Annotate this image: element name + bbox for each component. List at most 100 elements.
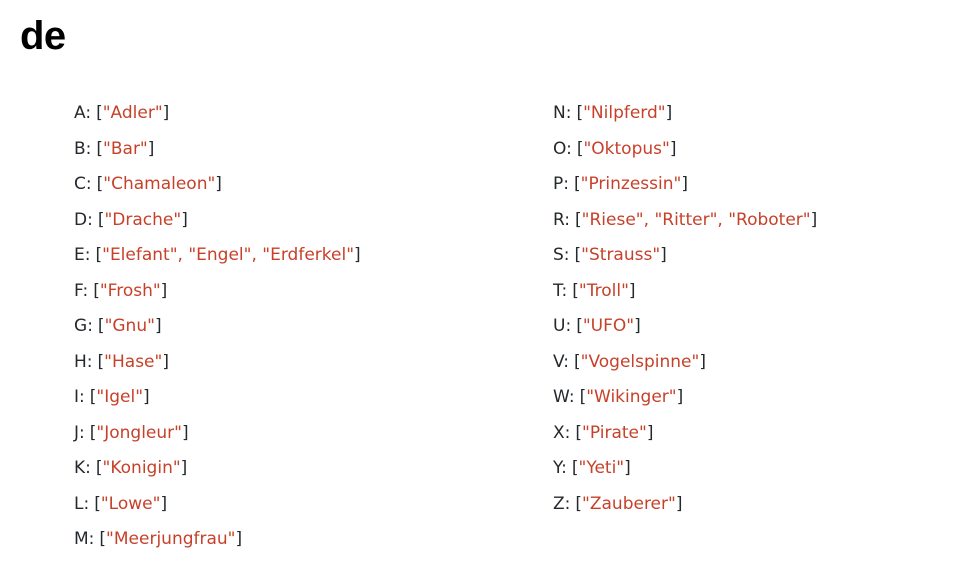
entry-values: "Wikinger" <box>586 387 676 407</box>
close-bracket: ] <box>162 351 169 372</box>
close-bracket: ] <box>180 458 188 478</box>
entry-row: C:["Chamaleon"] <box>74 167 361 203</box>
close-bracket: ] <box>628 280 636 301</box>
entry-colon: : <box>564 493 571 514</box>
entry-key: E <box>74 245 85 265</box>
entry-row: L:["Lowe"] <box>74 487 361 523</box>
entry-values: "Prinzessin" <box>581 174 682 194</box>
entry-values: "Strauss" <box>581 245 660 265</box>
close-bracket: ] <box>660 245 667 265</box>
open-bracket: [ <box>571 458 579 478</box>
open-bracket: [ <box>97 316 105 336</box>
entry-values: "Chamaleon" <box>103 174 215 194</box>
open-bracket: [ <box>99 529 107 549</box>
entry-values: "Frosh" <box>100 281 161 301</box>
entry-row: V:["Vogelspinne"] <box>553 345 817 381</box>
entry-row: K:["Konigin"] <box>74 451 361 487</box>
entry-colon: : <box>564 422 571 443</box>
value-separator: , <box>717 209 729 230</box>
entry-colon: : <box>84 245 91 265</box>
entry-column-left: A:["Adler"]B:["Bar"]C:["Chamaleon"]D:["D… <box>74 96 361 558</box>
entry-value: "Roboter" <box>728 209 811 230</box>
entry-key: K <box>74 458 86 478</box>
entry-colon: : <box>79 387 85 407</box>
value-separator: , <box>177 245 189 265</box>
close-bracket: ] <box>354 245 361 265</box>
entry-value: "Riese" <box>581 209 644 230</box>
close-bracket: ] <box>699 351 706 372</box>
entry-key: H <box>74 351 87 372</box>
entry-values: "Lowe" <box>101 494 161 514</box>
entry-values: "Nilpferd" <box>583 103 666 123</box>
entry-values: "Drache" <box>104 210 181 230</box>
entry-key: M <box>74 529 89 549</box>
entry-values: "Meerjungfrau" <box>106 529 235 549</box>
entry-row: Y:["Yeti"] <box>553 451 817 487</box>
entry-key: W <box>553 387 569 407</box>
close-bracket: ] <box>143 387 150 407</box>
close-bracket: ] <box>646 422 654 443</box>
close-bracket: ] <box>675 493 683 514</box>
close-bracket: ] <box>215 174 222 194</box>
entry-value: "Chamaleon" <box>103 174 216 194</box>
open-bracket: [ <box>89 387 97 407</box>
entry-colon: : <box>82 280 89 301</box>
entry-value: "Wikinger" <box>586 387 677 407</box>
open-bracket: [ <box>97 351 105 372</box>
close-bracket: ] <box>676 387 684 407</box>
entry-value: "Engel" <box>188 245 252 265</box>
entry-value: "Meerjungfrau" <box>106 529 236 549</box>
entry-colon: : <box>87 316 93 336</box>
entry-row: X:["Pirate"] <box>553 416 817 452</box>
entry-column-right: N:["Nilpferd"]O:["Oktopus"]P:["Prinzessi… <box>553 96 817 522</box>
value-separator: , <box>643 209 655 230</box>
open-bracket: [ <box>575 209 582 230</box>
entry-key: O <box>553 138 567 159</box>
entry-row: F:["Frosh"] <box>74 274 361 310</box>
entry-value: "Zauberer" <box>582 493 676 514</box>
entry-colon: : <box>86 351 93 372</box>
entry-values: "Yeti" <box>579 458 625 478</box>
entry-row: A:["Adler"] <box>74 96 361 132</box>
entry-values: "Gnu" <box>105 316 155 336</box>
entry-values: "Konigin" <box>103 458 181 478</box>
close-bracket: ] <box>624 458 631 478</box>
entry-colon: : <box>561 280 568 301</box>
entry-value: "Gnu" <box>104 316 155 336</box>
entry-colon: : <box>568 387 575 407</box>
value-separator: , <box>251 245 263 265</box>
open-bracket: [ <box>94 493 101 514</box>
entry-colon: : <box>85 458 91 478</box>
entry-row: B:["Bar"] <box>74 132 361 168</box>
entry-value: "Oktopus" <box>583 138 670 159</box>
entry-key: R <box>553 209 565 230</box>
entry-values: "Bar" <box>103 139 148 159</box>
entry-key: I <box>74 387 80 407</box>
entry-colon: : <box>563 245 570 265</box>
entry-row: P:["Prinzessin"] <box>553 167 817 203</box>
entry-value: "Drache" <box>104 209 182 230</box>
entry-colon: : <box>561 458 567 478</box>
close-bracket: ] <box>147 138 155 159</box>
entry-row: U:["UFO"] <box>553 309 817 345</box>
entry-row: O:["Oktopus"] <box>553 132 817 168</box>
open-bracket: [ <box>96 138 104 159</box>
open-bracket: [ <box>96 103 103 123</box>
open-bracket: [ <box>95 245 103 265</box>
open-bracket: [ <box>576 316 583 336</box>
entry-value: "Konigin" <box>102 458 181 478</box>
entry-value: "Jongleur" <box>96 422 182 443</box>
entry-key: N <box>553 103 566 123</box>
entry-value: "Vogelspinne" <box>580 351 700 372</box>
entry-key: J <box>74 422 80 443</box>
entry-key: X <box>553 422 565 443</box>
entry-key: U <box>553 316 566 336</box>
open-bracket: [ <box>574 245 582 265</box>
entry-colon: : <box>85 138 92 159</box>
entry-values: "Hase" <box>104 352 162 372</box>
entry-row: I:["Igel"] <box>74 380 361 416</box>
entry-row: N:["Nilpferd"] <box>553 96 817 132</box>
entry-values: "UFO" <box>583 316 634 336</box>
entry-value: "Nilpferd" <box>583 103 666 123</box>
